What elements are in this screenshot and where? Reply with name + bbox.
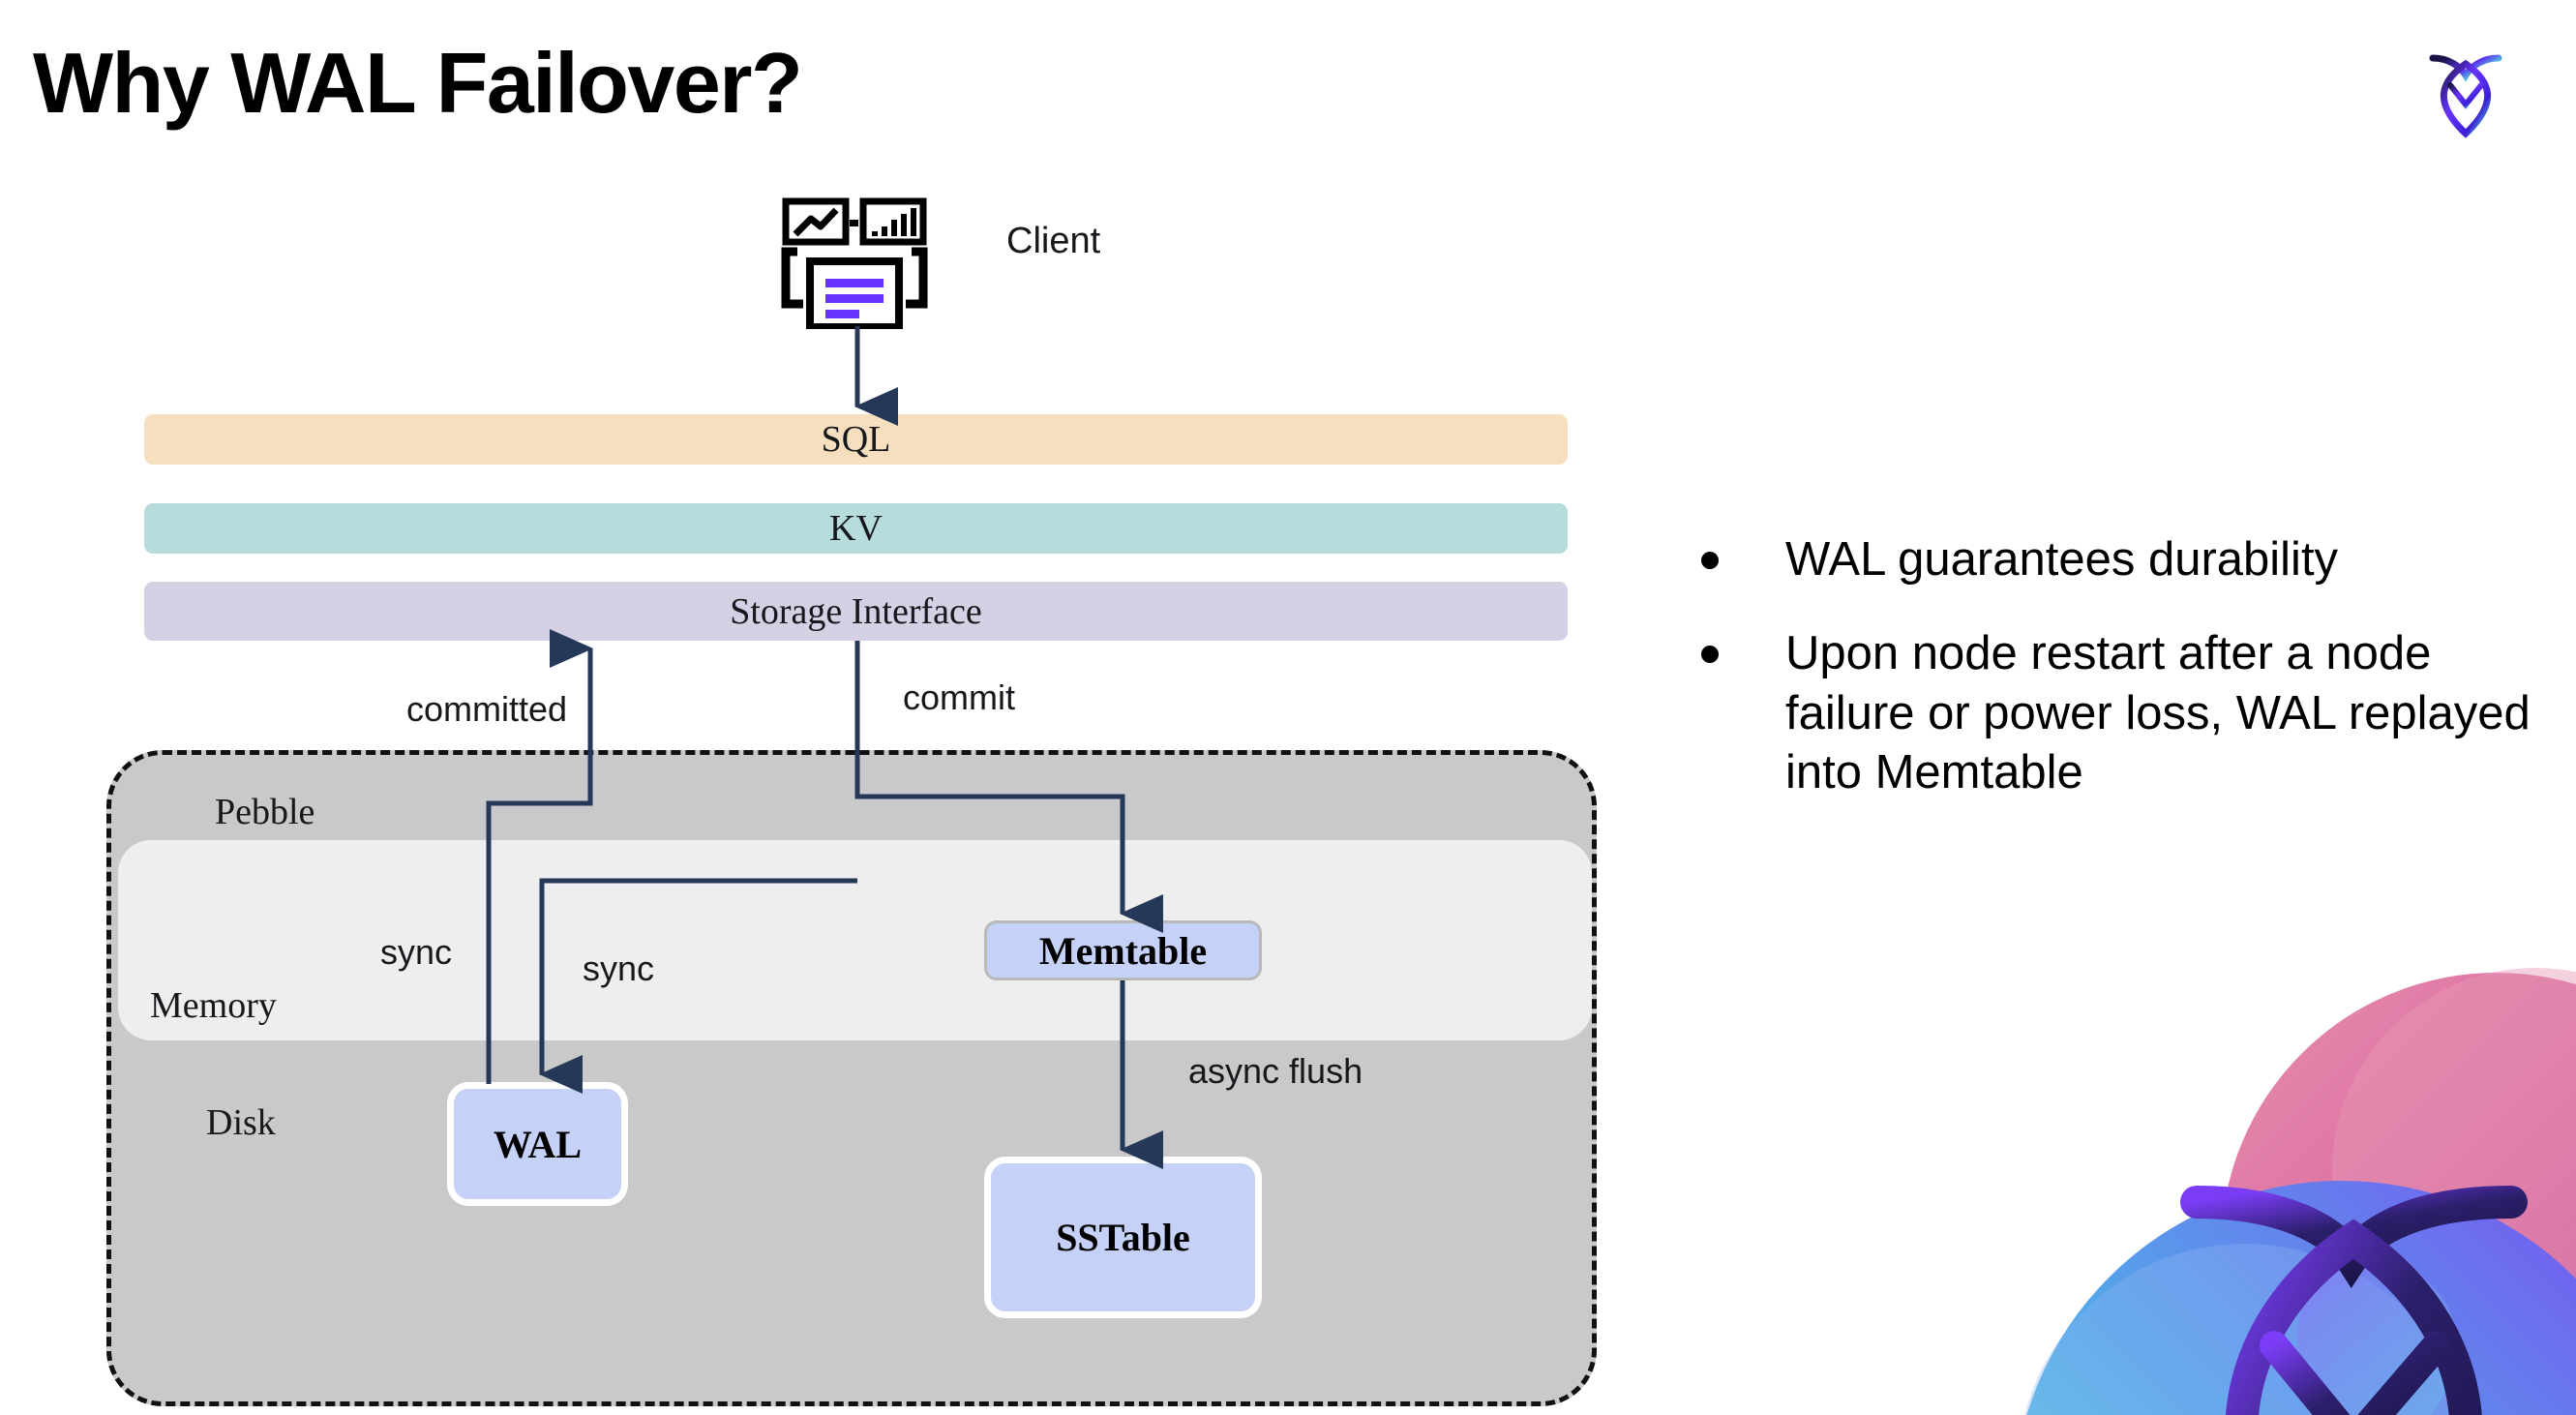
list-item: Upon node restart after a node failure o… <box>1701 624 2533 802</box>
edge-label-sync-1: sync <box>380 932 453 972</box>
list-item: WAL guarantees durability <box>1701 530 2533 589</box>
layer-bar-kv: KV <box>144 503 1568 554</box>
layer-bar-sql-label: SQL <box>821 419 891 460</box>
edge-label-async-flush: async flush <box>1188 1051 1363 1091</box>
bullet-text: Upon node restart after a node failure o… <box>1785 627 2531 798</box>
layer-bar-sql: SQL <box>144 414 1568 465</box>
node-memtable-label: Memtable <box>1038 928 1208 973</box>
disk-label: Disk <box>206 1102 276 1143</box>
cockroachdb-logo <box>2408 37 2524 153</box>
client-icon-glyph <box>781 197 928 331</box>
bullet-dot-icon <box>1701 552 1719 569</box>
layer-bar-kv-label: KV <box>829 508 883 549</box>
bullet-list: WAL guarantees durability Upon node rest… <box>1701 530 2533 837</box>
layer-bar-storage-interface: Storage Interface <box>144 582 1568 641</box>
edge-label-commit: commit <box>903 677 1015 717</box>
client-monitor-icon <box>770 194 935 331</box>
decorative-circles-icon <box>2024 968 2576 1415</box>
layer-bar-storage-interface-label: Storage Interface <box>730 590 982 632</box>
client-label: Client <box>1006 221 1101 261</box>
cockroachdb-logo-icon <box>2429 54 2502 138</box>
bullet-text: WAL guarantees durability <box>1785 533 2339 586</box>
node-sstable: SSTable <box>984 1157 1262 1318</box>
edge-label-sync-2: sync <box>583 948 655 988</box>
page-title: Why WAL Failover? <box>33 35 803 131</box>
node-wal: WAL <box>447 1082 628 1206</box>
pebble-label: Pebble <box>215 792 315 832</box>
memory-panel <box>118 840 1592 1040</box>
node-sstable-label: SSTable <box>1056 1216 1190 1259</box>
node-memtable: Memtable <box>984 920 1262 980</box>
memory-label: Memory <box>150 985 277 1026</box>
edge-label-committed: committed <box>406 689 568 729</box>
node-wal-label: WAL <box>493 1122 583 1166</box>
decorative-corner-graphic <box>1955 929 2576 1415</box>
bullet-dot-icon <box>1701 646 1719 664</box>
